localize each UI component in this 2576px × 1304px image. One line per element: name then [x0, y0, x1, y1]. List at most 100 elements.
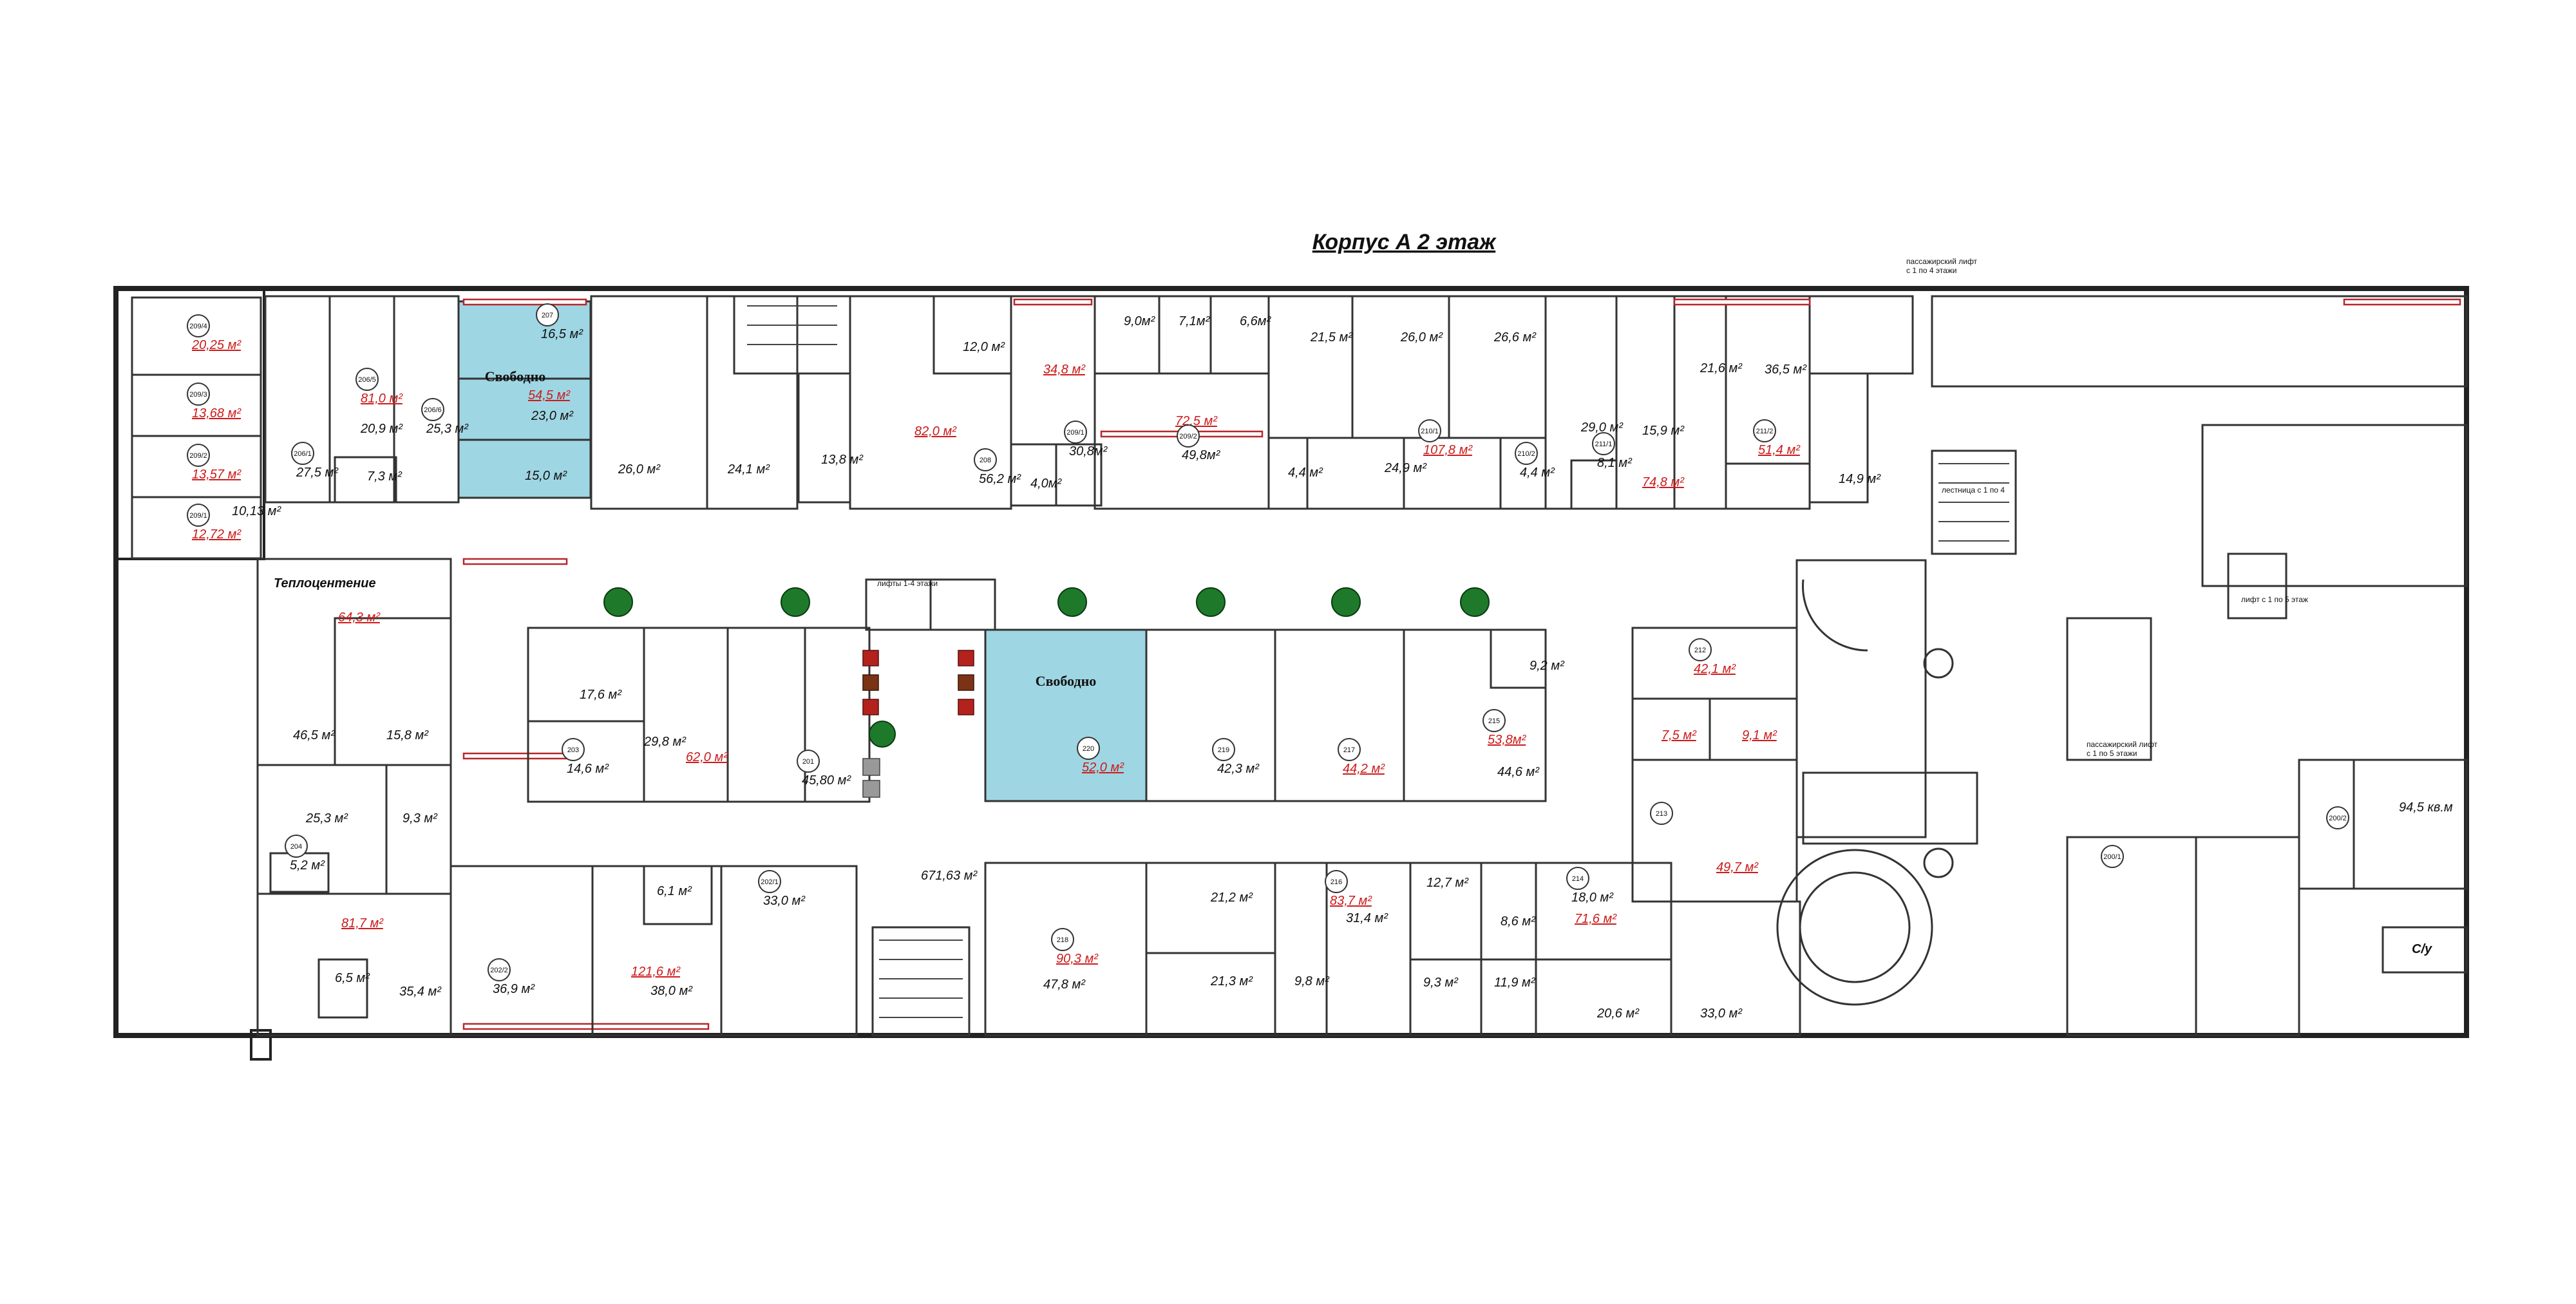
round-column	[1923, 847, 1954, 878]
room-26-0[interactable]	[1351, 295, 1450, 439]
room-29-0[interactable]	[1544, 295, 1618, 510]
wc-right[interactable]	[2201, 424, 2468, 587]
room-20-6[interactable]	[1535, 958, 1672, 1037]
lift-right	[2227, 553, 2287, 619]
room-207-free-mid[interactable]	[457, 377, 592, 441]
room-25-3[interactable]	[256, 764, 388, 895]
room-area-label: 13,57 м²	[192, 468, 242, 482]
room-15-8[interactable]	[334, 617, 452, 766]
room-215[interactable]	[1403, 628, 1547, 802]
room-number: 219	[1218, 746, 1229, 754]
room-number-badge	[1338, 738, 1361, 761]
room-number-badge	[2101, 845, 2124, 868]
room-area-label: 6,6м²	[1240, 314, 1272, 328]
room-220-free[interactable]	[984, 628, 1148, 802]
room-area-label: 16,5 м²	[541, 327, 583, 341]
room-81-7[interactable]	[256, 893, 452, 1037]
free-label: Свободно	[485, 368, 546, 384]
room-94-5[interactable]	[2353, 759, 2468, 890]
tree-icon	[603, 587, 633, 617]
room-211-1[interactable]	[1570, 459, 1618, 510]
room-number-badge	[291, 442, 314, 465]
room-62-0[interactable]	[726, 627, 806, 803]
room-12-0[interactable]	[933, 295, 1012, 375]
room-area-label: 26,0 м²	[618, 462, 661, 477]
room-33-0[interactable]	[1670, 900, 1801, 1037]
room-number-badge	[974, 448, 997, 471]
room-area-label: 26,6 м²	[1493, 330, 1537, 345]
room-209-1b[interactable]	[1055, 443, 1103, 507]
tree-icon	[781, 587, 810, 617]
room-203[interactable]	[643, 627, 729, 803]
room-211-2[interactable]	[1725, 462, 1811, 510]
room-13-8[interactable]	[797, 372, 851, 504]
room-6-6[interactable]	[1209, 295, 1270, 375]
room-8-6[interactable]	[1480, 862, 1537, 961]
armchair-icon	[862, 650, 879, 666]
room-area-label: 47,8 м²	[1043, 978, 1086, 992]
room-number-badge	[562, 738, 585, 761]
room-9-8[interactable]	[1274, 862, 1328, 1037]
room-area-label: 56,2 м²	[979, 472, 1021, 486]
room-202-2[interactable]	[450, 865, 594, 1037]
room-11-9[interactable]	[1480, 958, 1537, 1037]
room-number: 209/2	[189, 452, 207, 460]
room-214[interactable]	[1535, 862, 1672, 961]
room-area-label: 21,2 м²	[1210, 891, 1253, 905]
right-wing	[1931, 295, 2468, 1037]
room-area-label: 83,7 м²	[1330, 894, 1372, 908]
room-number-badge	[488, 958, 511, 981]
room-9-3[interactable]	[1409, 958, 1482, 1037]
room-area-label: 14,6 м²	[567, 762, 609, 776]
window-marks	[462, 298, 2461, 1030]
room-217[interactable]	[1274, 628, 1405, 802]
room-area-label: 6,1 м²	[657, 884, 692, 898]
room-number-badge	[355, 368, 379, 391]
room-9-0[interactable]	[1094, 295, 1160, 375]
wc-small[interactable]	[2382, 926, 2468, 974]
room-207-free-bottom[interactable]	[457, 439, 592, 499]
room-number-badge	[1051, 928, 1074, 951]
room-209-1[interactable]	[131, 496, 262, 560]
room-206-6[interactable]	[393, 295, 460, 504]
room-number: 215	[1488, 717, 1500, 725]
room-number-badge	[285, 835, 308, 858]
toilet-label: С/у	[2412, 942, 2432, 956]
room-area-label: 49,8м²	[1182, 448, 1221, 462]
room-area-label: 29,8 м²	[643, 735, 687, 749]
room-number: 201	[802, 758, 814, 766]
room-21-3[interactable]	[1145, 952, 1276, 1037]
room-36-5[interactable]	[1725, 295, 1811, 510]
room-area-label: 64,3 м²	[338, 610, 381, 625]
room-17-6[interactable]	[527, 627, 645, 723]
room-9-3-left[interactable]	[385, 764, 452, 895]
room-area-label: 15,8 м²	[386, 728, 429, 742]
room-6-5[interactable]	[317, 958, 368, 1019]
lift-right-note: лифт с 1 по 5 этаж	[2241, 595, 2308, 604]
lift-shaft	[929, 578, 996, 631]
room-small-7-3[interactable]	[334, 456, 397, 504]
room-area-label: 20,6 м²	[1596, 1006, 1640, 1021]
room-7-1[interactable]	[1158, 295, 1212, 375]
room-area-label: 62,0 м²	[686, 750, 728, 764]
room-number: 214	[1572, 875, 1584, 883]
room-213[interactable]	[1631, 759, 1798, 903]
room-6-1[interactable]	[643, 865, 713, 925]
room-9-2[interactable]	[1490, 628, 1547, 689]
armchair-icon	[958, 699, 974, 715]
room-26-6[interactable]	[1448, 295, 1547, 439]
room-200-1[interactable]	[2066, 836, 2197, 1037]
room-number: 209/4	[189, 323, 207, 330]
room-area-label: 72,5 м²	[1175, 414, 1218, 428]
room-21-5[interactable]	[1267, 295, 1354, 439]
wc-block[interactable]	[590, 295, 708, 510]
lobby-furniture	[862, 650, 974, 798]
tree-icon	[869, 721, 896, 748]
room-24-1[interactable]	[706, 295, 799, 510]
room-number-badge	[1753, 419, 1776, 442]
room-21-2[interactable]	[1145, 862, 1276, 954]
room-202-1[interactable]	[720, 865, 858, 1037]
armchair-icon	[958, 650, 974, 666]
tree-icon	[1057, 587, 1087, 617]
room-200-2-area[interactable]	[2195, 836, 2300, 1037]
